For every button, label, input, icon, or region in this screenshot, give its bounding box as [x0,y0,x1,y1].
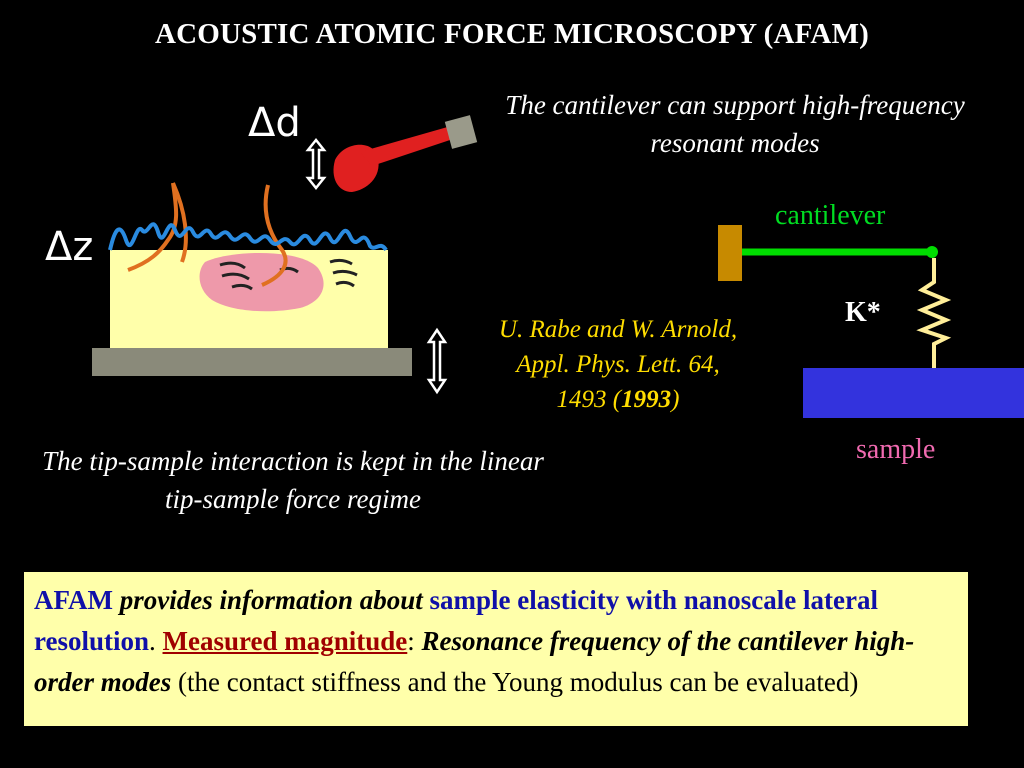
delta-z-arrow [426,327,448,395]
summary-afam: AFAM [34,585,113,615]
summary-rest: (the contact stiffness and the Young mod… [171,667,859,697]
delta-d-arrow [305,137,327,191]
cantilever-label: cantilever [775,200,886,231]
spring-k [916,258,952,368]
summary-dot: . [149,626,163,656]
cantilever-tip-dot [926,246,938,258]
ref-line2: Appl. Phys. Lett. 64, [516,351,720,378]
ref-line3: 1493 ( [556,386,622,413]
ref-year: 1993 [621,386,672,413]
ref-close: ) [671,386,680,413]
afm-cantilever [360,124,462,166]
sample-stage [92,348,412,376]
k-star-label: K* [845,297,881,328]
cantilever-holder [444,115,478,149]
reference-citation: U. Rabe and W. Arnold, Appl. Phys. Lett.… [458,312,778,417]
tip-traces [127,182,288,287]
summary-elasticity: sample elasticity with nanoscale lateral… [34,585,878,656]
delta-z-label: Δz [45,224,94,270]
sample-label: sample [856,434,936,465]
summary-colon: : [407,626,422,656]
summary-box: AFAM provides information about sample e… [22,570,970,728]
page-title: ACOUSTIC ATOMIC FORCE MICROSCOPY (AFAM) [155,18,869,50]
caption-linear-regime: The tip-sample interaction is kept in th… [42,446,544,514]
delta-d-label: Δd [248,100,301,146]
summary-measured: Measured magnitude [162,626,408,656]
ref-line1: U. Rabe and W. Arnold, [498,316,738,343]
summary-provides: provides information about [112,585,430,615]
stress-lines [219,258,358,291]
pink-inclusion [199,252,324,312]
cantilever-base [718,225,742,281]
sample-block [803,368,1024,418]
summary-resonance: Resonance frequency of the cantilever hi… [34,626,915,697]
caption-resonant-modes: The cantilever can support high-frequenc… [505,90,965,158]
surface-wave [108,222,388,252]
